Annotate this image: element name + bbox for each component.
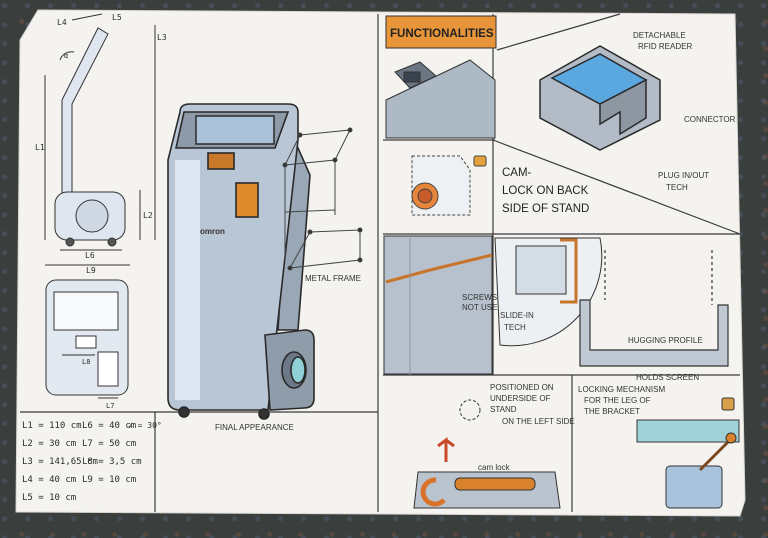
dim-label-l2: L2	[143, 211, 153, 220]
camlock-label-1: CAM-	[502, 167, 532, 179]
plug-label-2: TECH	[666, 183, 688, 192]
dim-label-l8: L8	[82, 358, 90, 366]
technical-drawing	[44, 13, 156, 399]
screws-label-2: NOT USED	[462, 303, 503, 312]
measure-row-4-b: L9 = 10 cm	[82, 475, 136, 485]
hugging-profile-sketch	[579, 250, 729, 367]
underside-sketch	[413, 399, 561, 509]
measure-row-5-a: L5 = 10 cm	[22, 493, 76, 503]
measure-row-2-a: L2 = 30 cm	[22, 439, 76, 449]
rfid-title-2: RFID READER	[638, 42, 692, 51]
dim-label-l6: L6	[85, 251, 95, 260]
brand-logo: omron	[200, 227, 225, 236]
cam-lock-small-label: cam lock	[478, 463, 511, 472]
measure-row-2-b: L7 = 50 cm	[82, 439, 136, 449]
locking-label-1: LOCKING MECHANISM	[578, 385, 665, 394]
dim-label-l3: L3	[157, 33, 167, 42]
rfid-reader-sketch	[539, 45, 661, 151]
slide-in-label-1: SLIDE-IN	[500, 311, 534, 320]
holds-screen-label: HOLDS SCREEN	[636, 373, 699, 382]
rfid-title-1: DETACHABLE	[633, 31, 686, 40]
slide-in-sketch	[494, 237, 603, 347]
metal-frame-label: METAL FRAME	[305, 274, 361, 283]
panel-grid	[20, 13, 741, 512]
cam-lock-sketch	[411, 155, 487, 216]
kiosk-render	[167, 103, 315, 420]
metal-frame-sketch	[282, 127, 363, 271]
dim-label-l5: L5	[112, 13, 122, 22]
positioned-label-1: POSITIONED ON	[490, 383, 554, 392]
slide-in-label-2: TECH	[504, 323, 526, 332]
rfid-small-sketch	[385, 59, 496, 139]
final-appearance-label: FINAL APPEARANCE	[215, 423, 294, 432]
positioned-label-4: ON THE LEFT SIDE	[502, 417, 575, 426]
locking-mechanism-sketch	[636, 397, 740, 509]
dim-label-angle: α	[64, 52, 68, 60]
positioned-label-2: UNDERSIDE OF	[490, 394, 551, 403]
measure-row-1-b: L6 = 40 cm	[82, 421, 136, 431]
positioned-label-3: STAND	[490, 405, 517, 414]
measure-row-4-a: L4 = 40 cm	[22, 475, 76, 485]
dim-label-l7: L7	[106, 402, 114, 410]
measurements-table: L1 = 110 cm L6 = 40 cm ∠ = 30° L2 = 30 c…	[22, 421, 162, 503]
locking-label-3: THE BRACKET	[584, 407, 640, 416]
camlock-label-2: LOCK ON BACK	[502, 185, 589, 197]
hugging-profile-label: HUGGING PROFILE	[628, 336, 703, 345]
connector-label: CONNECTOR	[684, 115, 736, 124]
measure-row-3-b: L8 = 3,5 cm	[82, 457, 142, 467]
plug-label-1: PLUG IN/OUT	[658, 171, 709, 180]
dim-label-l4-top: L4	[57, 18, 67, 27]
locking-label-2: FOR THE LEG OF	[584, 396, 651, 405]
dim-label-l1: L1	[35, 143, 45, 152]
functionalities-header: FUNCTIONALITIES	[390, 28, 494, 40]
measure-row-3-a: L3 = 141,65 cm	[22, 457, 98, 467]
measure-row-1-a: L1 = 110 cm	[22, 421, 82, 431]
measure-row-1-c: ∠ = 30°	[128, 421, 162, 430]
functionalities-header-box	[385, 15, 497, 49]
screws-label-1: SCREWS	[462, 293, 497, 302]
dim-label-l9: L9	[86, 266, 96, 275]
bracket-sketch	[383, 235, 493, 375]
camlock-label-3: SIDE OF STAND	[502, 203, 589, 215]
